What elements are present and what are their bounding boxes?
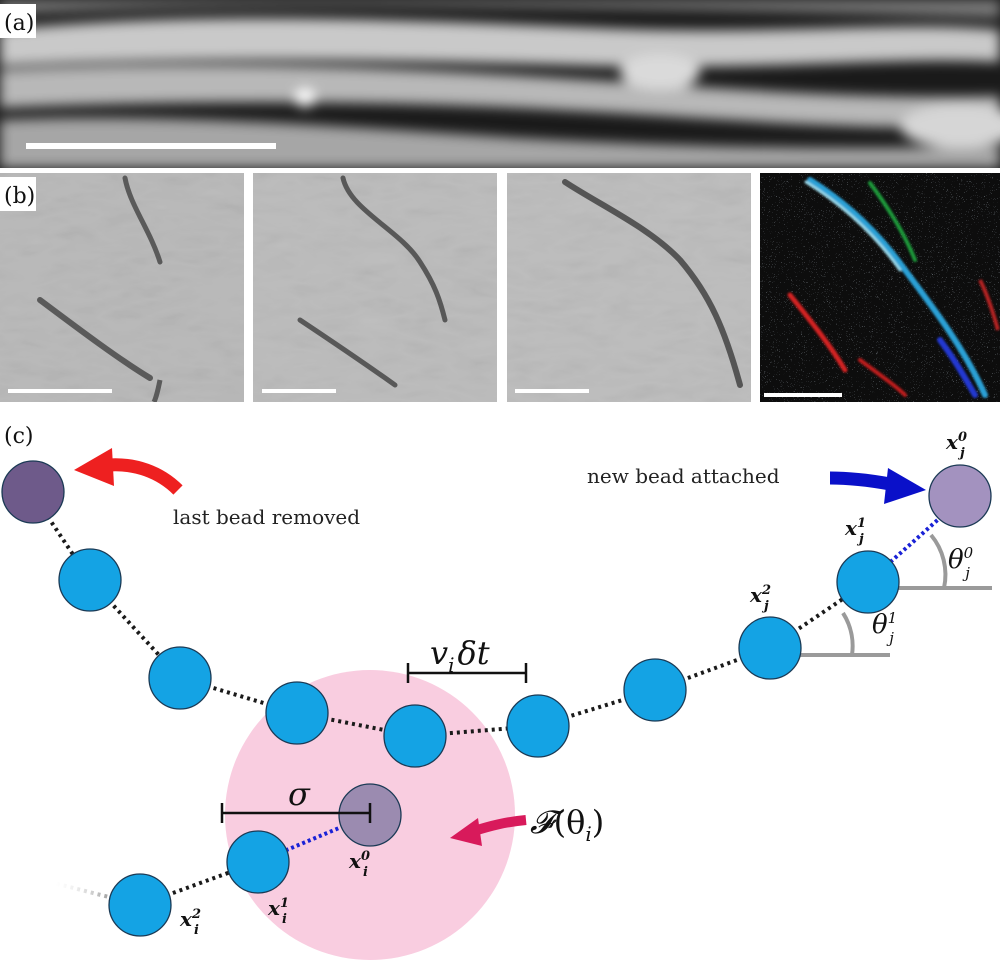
panel-label-a: (a) (4, 11, 34, 36)
bead (506, 694, 570, 758)
bead-xj1 (836, 550, 900, 614)
attach-arrow (829, 468, 926, 504)
bead (623, 658, 687, 722)
bead-new-xj0 (928, 464, 992, 528)
panel-b-frame-1 (0, 173, 244, 402)
panel-label-c: (c) (4, 424, 34, 449)
panel-label-b: (b) (4, 184, 35, 209)
panel-a-micrograph (0, 0, 1000, 168)
bead-xi1 (226, 830, 290, 894)
scale-bar-b1 (8, 389, 112, 393)
sigma-label: σ (288, 775, 311, 813)
scale-bar-a (26, 143, 276, 149)
sigma-bar (220, 803, 372, 823)
removal-arrow (74, 448, 183, 495)
force-label: 𝓕(θi) (530, 803, 604, 846)
bead-xj2 (738, 616, 802, 680)
bead (383, 704, 447, 768)
new-bead-caption: new bead attached (587, 464, 780, 488)
scale-bar-b2 (262, 389, 336, 393)
beads (1, 460, 992, 937)
bead (58, 548, 122, 612)
panel-b-frame-2 (253, 173, 497, 402)
bead-xi2 (108, 873, 172, 937)
step-bar (406, 663, 528, 683)
panel-b-frame-4-overlay (760, 173, 1000, 402)
force-arrow (450, 815, 527, 846)
bead-removed (1, 460, 65, 524)
scale-bar-b3 (515, 389, 589, 393)
panel-b-frame-3 (507, 173, 751, 402)
scale-bar-b4 (764, 393, 842, 397)
step-label: viδt (430, 634, 490, 677)
bead (265, 681, 329, 745)
bead (148, 646, 212, 710)
last-bead-caption: last bead removed (173, 505, 360, 529)
